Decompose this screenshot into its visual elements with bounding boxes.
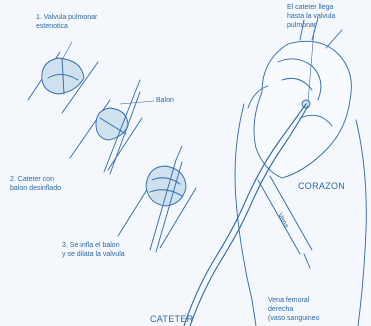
step3-label-line1: 3. Se infla el balon (62, 242, 120, 250)
catheter-arrives-line3: pulmonar (287, 22, 316, 30)
balloon-label: Balon (156, 97, 174, 105)
step1-label-line2: estenotica (36, 23, 68, 31)
step2-label-line2: balon desinflado (10, 185, 61, 193)
femoral-vein-label-line2: derecha (268, 306, 293, 314)
stenotic-valve-illustration (28, 42, 98, 113)
deflated-balloon-illustration (70, 80, 154, 174)
heart-illustration (248, 18, 351, 178)
femoral-vein-label-line1: Vena femoral (268, 297, 309, 305)
step1-label-line1: 1. Valvula pulmonar (36, 14, 97, 22)
heart-label: CORAZON (298, 181, 345, 191)
catheter-arrives-line2: hasta la valvula (287, 13, 335, 21)
step2-label-line1: 2. Cateter con (10, 176, 54, 184)
femoral-vein-label-line3: (vaso sanguineo (268, 315, 319, 323)
catheter-arrives-line1: El cateter llega (287, 4, 333, 12)
step3-label-line2: y se dilata la valvula (62, 251, 125, 259)
inflated-balloon-illustration (118, 146, 196, 252)
catheter-line (184, 104, 308, 326)
catheter-label: CATETER (150, 314, 193, 324)
